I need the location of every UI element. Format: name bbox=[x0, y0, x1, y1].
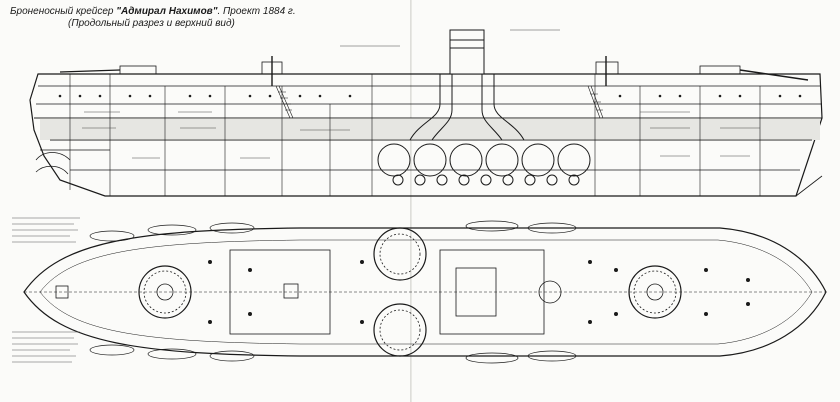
boiler bbox=[377, 143, 411, 177]
boiler bbox=[557, 143, 591, 177]
lifeboat bbox=[465, 352, 519, 364]
lifeboat bbox=[147, 224, 197, 236]
deck-fittings bbox=[208, 260, 750, 324]
aft-deckhouse bbox=[439, 249, 545, 335]
armor-belt bbox=[40, 118, 820, 140]
lifeboat bbox=[209, 222, 255, 234]
lifeboat bbox=[527, 222, 577, 234]
caption-prefix: Броненосный крейсер bbox=[10, 6, 117, 17]
fore-gun-barrel bbox=[59, 69, 121, 73]
bow-deckhouse bbox=[261, 61, 283, 75]
bulkheads bbox=[69, 74, 761, 196]
aft-turret-profile bbox=[699, 65, 741, 75]
lifeboats bbox=[89, 220, 577, 364]
bow-hatch bbox=[55, 285, 69, 299]
ladders bbox=[275, 85, 604, 119]
caption-suffix: . Проект 1884 г. bbox=[217, 6, 296, 17]
lifeboat bbox=[209, 350, 255, 362]
book-fold-line bbox=[410, 0, 412, 402]
engine-skylight bbox=[455, 267, 497, 317]
mainmast-base bbox=[538, 280, 562, 304]
drawing-caption: Броненосный крейсер "Адмирал Нахимов". П… bbox=[10, 6, 310, 30]
aft-gun-barrel bbox=[739, 69, 809, 81]
boiler bbox=[413, 143, 447, 177]
boiler bbox=[449, 143, 483, 177]
bow-ram bbox=[795, 175, 823, 197]
funnel-top-port bbox=[373, 227, 427, 281]
stern-deckhouse bbox=[595, 61, 619, 75]
propeller-shafting bbox=[35, 149, 110, 175]
boiler bbox=[521, 143, 555, 177]
fore-deckhouse bbox=[229, 249, 331, 335]
portholes bbox=[58, 94, 802, 98]
lifeboat bbox=[527, 350, 577, 362]
boilers bbox=[377, 143, 591, 186]
plan-view bbox=[23, 220, 827, 364]
caption-subtitle: (Продольный разрез и верхний вид) bbox=[68, 18, 235, 29]
funnel bbox=[409, 29, 525, 141]
legend-placeholder-lines bbox=[12, 217, 80, 363]
lifeboat bbox=[465, 220, 519, 232]
fore-turret-profile bbox=[119, 65, 157, 75]
lifeboat bbox=[89, 230, 135, 242]
lifeboat bbox=[89, 344, 135, 356]
funnel-top-starboard bbox=[373, 303, 427, 357]
caption-ship-name: "Адмирал Нахимов" bbox=[116, 6, 218, 17]
lifeboat bbox=[147, 348, 197, 360]
fore-barbette bbox=[138, 265, 192, 319]
foremast-base bbox=[283, 283, 299, 299]
section-label-dashes bbox=[82, 29, 760, 159]
longitudinal-section bbox=[29, 29, 823, 197]
aft-barbette bbox=[628, 265, 682, 319]
boiler bbox=[485, 143, 519, 177]
hull-outline bbox=[29, 73, 823, 197]
